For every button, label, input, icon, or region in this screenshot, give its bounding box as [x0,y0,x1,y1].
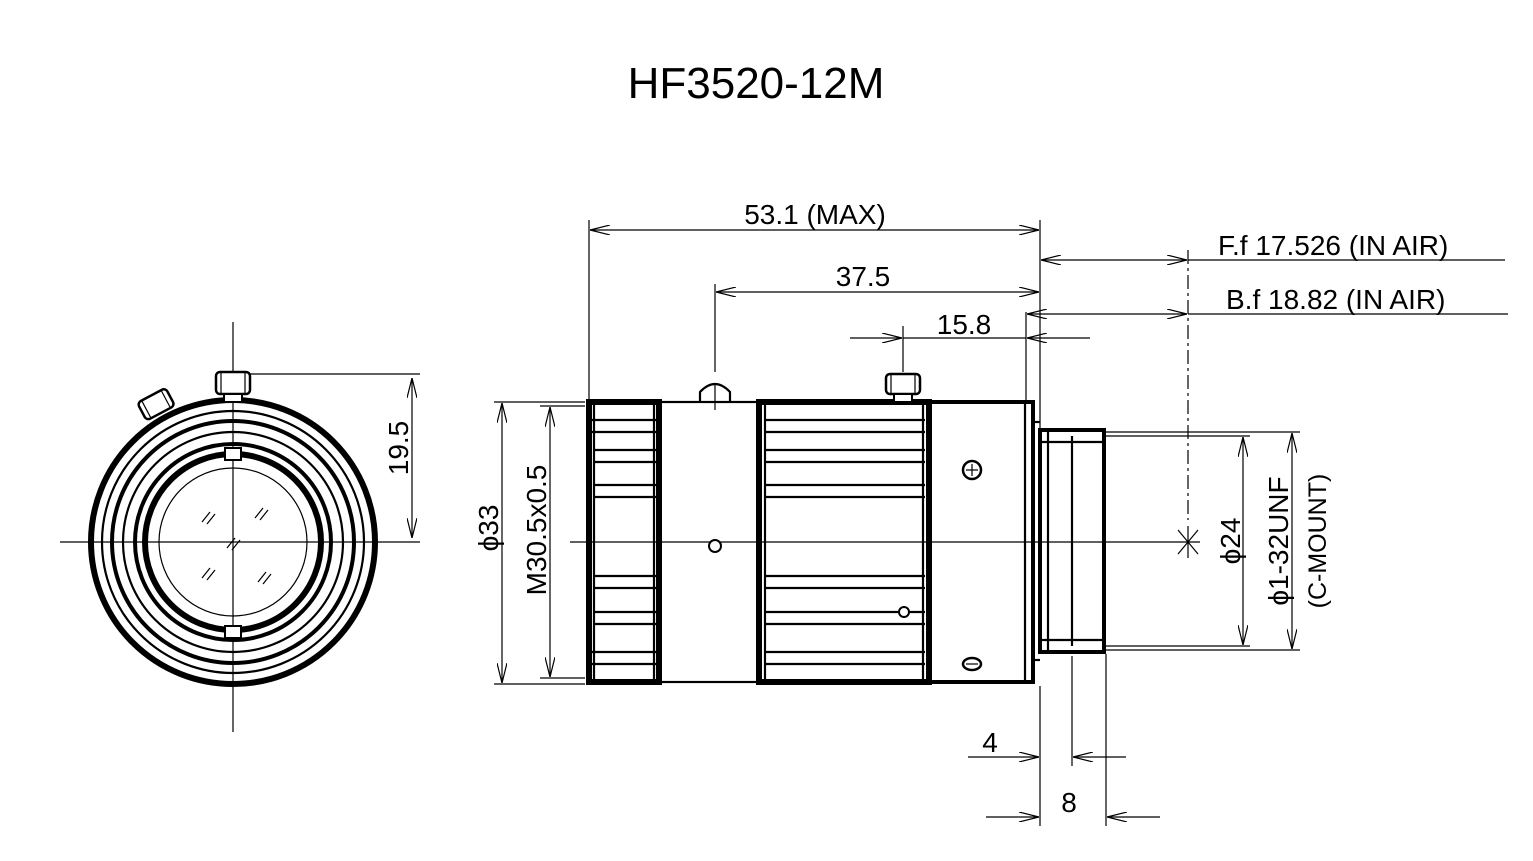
dim-screw-offset: 15.8 [937,309,992,340]
dim-mount-diameter: ϕ24 [1215,518,1246,565]
side-view: 53.1 (MAX) 37.5 15.8 F.f 17.526 (IN AIR)… [473,199,1508,826]
front-view: 19.5 [60,322,420,732]
dim-mount-type: (C-MOUNT) [1304,474,1332,609]
dim-flange-step: 4 [982,727,998,758]
dim-back-focal: B.f 18.82 (IN AIR) [1226,284,1445,315]
dim-filter-thread: M30.5x0.5 [521,465,552,596]
dim-overall-length: 53.1 (MAX) [744,199,886,230]
dim-flange-focal: F.f 17.526 (IN AIR) [1218,230,1448,261]
drawing-title: HF3520-12M [628,59,885,108]
lock-screw-side [137,388,175,421]
dim-mount-thread: ϕ1-32UNF [1263,476,1294,605]
dim-height-to-screw: 19.5 [383,421,414,476]
dim-focus-ring-center: 37.5 [836,261,891,292]
dim-outer-diameter: ϕ33 [473,505,504,552]
dim-mount-length: 8 [1061,787,1077,818]
